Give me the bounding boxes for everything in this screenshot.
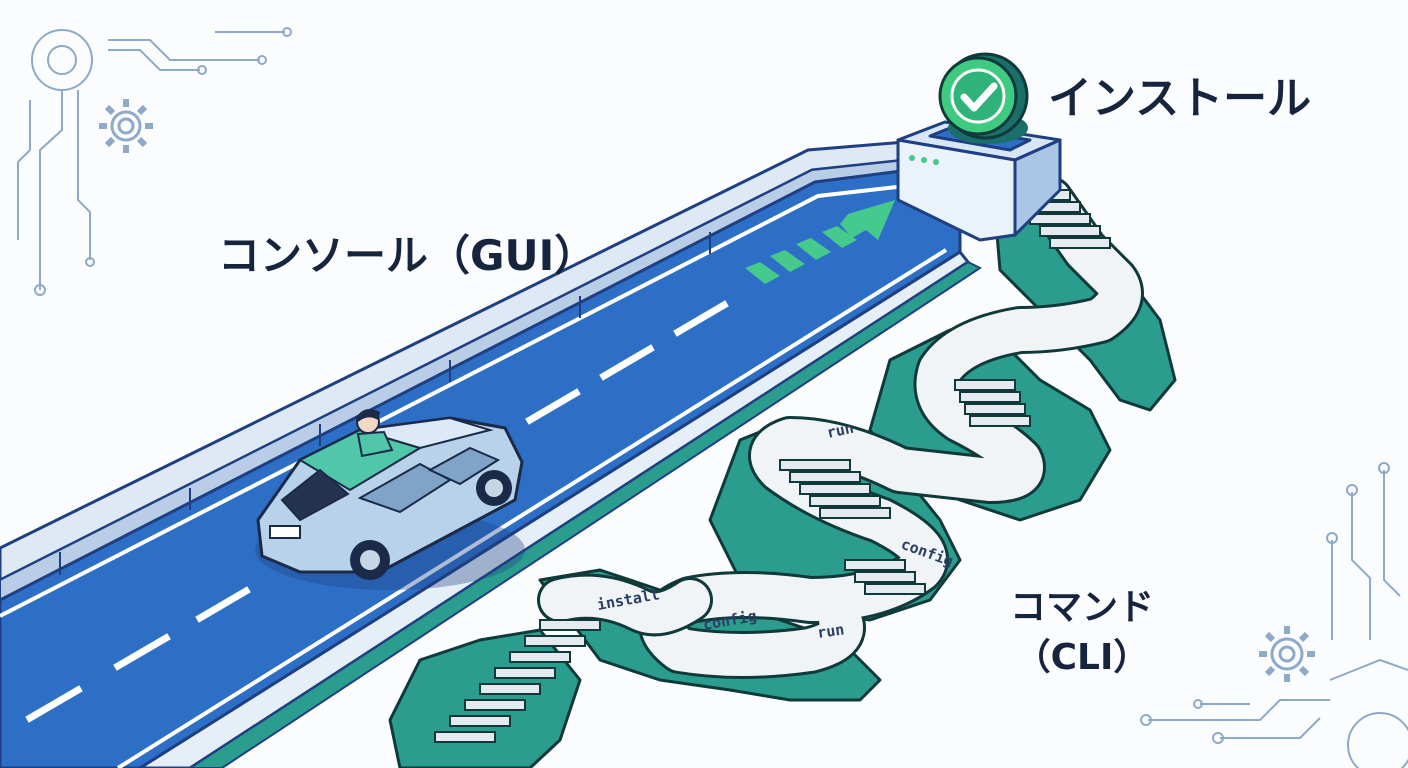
circuit-decoration-bottom-right [1140, 462, 1408, 768]
gear-icon [1259, 626, 1315, 682]
path-word-run-bottom: run [816, 620, 845, 642]
cli-label-line2: （CLI） [1014, 637, 1150, 678]
gui-label: コンソール（GUI） [218, 231, 597, 280]
cli-label: コマンド （CLI） [1010, 583, 1154, 683]
car-illustration [255, 409, 525, 590]
cli-stairs [434, 189, 1111, 743]
circuit-decoration-top-left [17, 27, 292, 296]
chevron-arrows-icon [745, 200, 895, 284]
gear-icon [99, 99, 153, 153]
install-label: インストール [1048, 73, 1312, 124]
cli-winding-path [537, 176, 1144, 679]
checkmark-icon [938, 52, 1029, 144]
path-word-run-top: run [825, 419, 855, 442]
cli-label-line1: コマンド [1010, 587, 1155, 628]
